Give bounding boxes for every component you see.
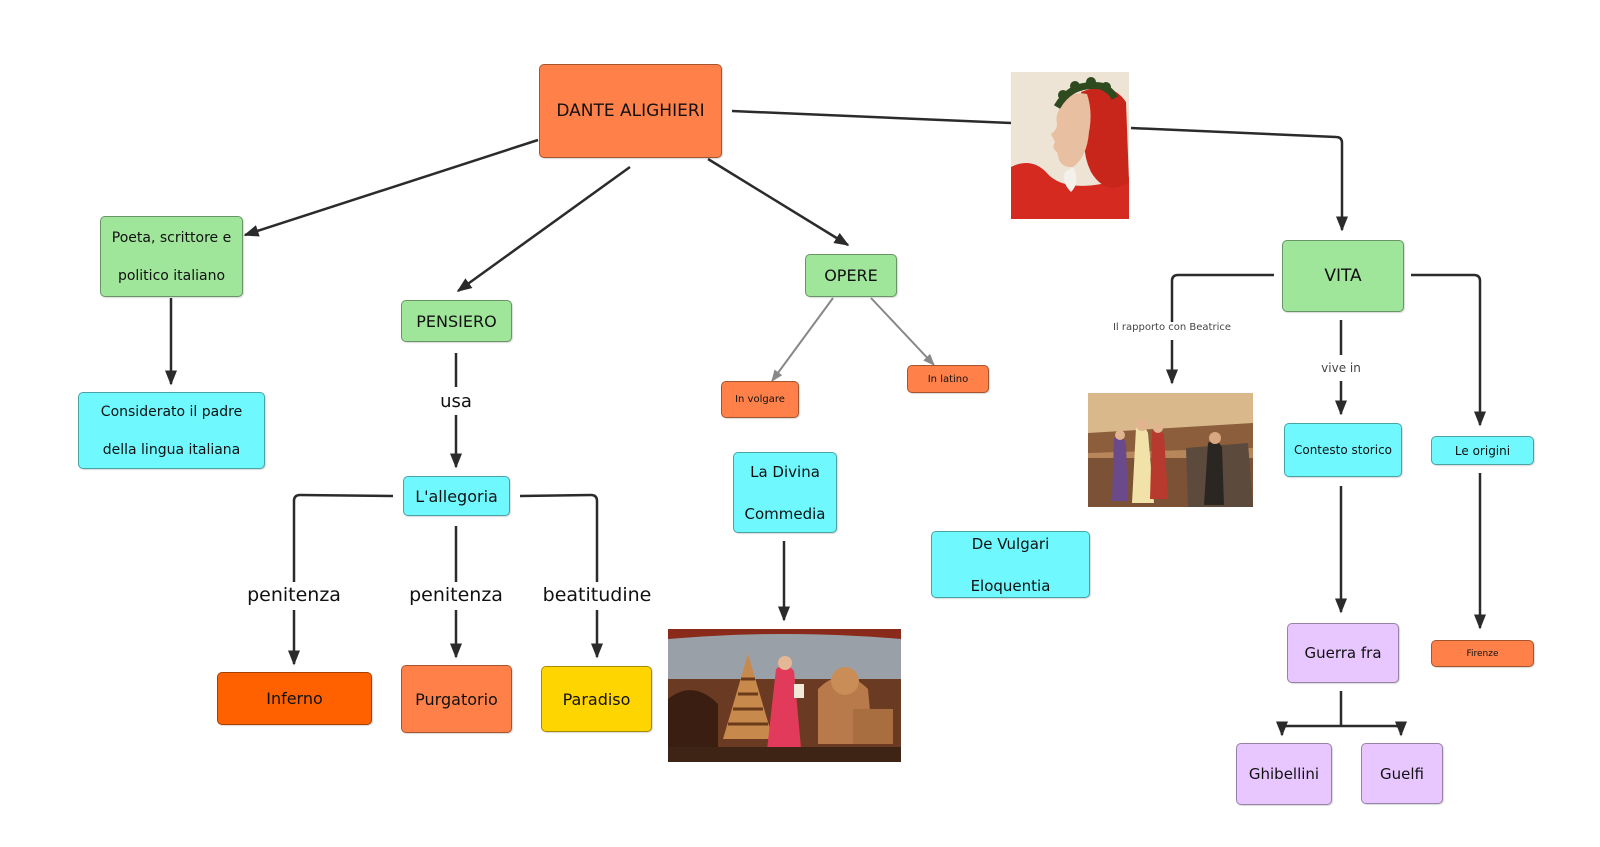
node-allegoria[interactable]: L'allegoria xyxy=(403,476,510,516)
node-guerra-fra-label: Guerra fra xyxy=(1304,644,1382,662)
edge-dante-poeta xyxy=(243,138,539,237)
node-divina-commedia-label: La Divina Commedia xyxy=(744,462,826,523)
node-contesto-storico-label: Contesto storico xyxy=(1293,443,1393,457)
node-purgatorio-label: Purgatorio xyxy=(415,689,498,709)
node-divina-commedia[interactable]: La Divina Commedia xyxy=(733,452,837,533)
node-guerra-fra[interactable]: Guerra fra xyxy=(1287,623,1399,683)
edge-label-penitenza-purgatorio: penitenza xyxy=(409,584,503,606)
node-de-vulgari-eloquentia-label: De Vulgari Eloquentia xyxy=(970,534,1051,595)
edge-opere-volgare xyxy=(771,297,834,382)
node-de-vulgari-eloquentia[interactable]: De Vulgari Eloquentia xyxy=(931,531,1090,598)
node-le-origini[interactable]: Le origini xyxy=(1431,436,1534,465)
node-ghibellini-label: Ghibellini xyxy=(1248,765,1320,783)
edge-dante-opere xyxy=(707,157,850,247)
node-in-latino[interactable]: In latino xyxy=(907,365,989,393)
edge-vita-beatrice-top xyxy=(1170,273,1274,322)
divine-comedy-fresco-painting xyxy=(668,629,901,762)
edge-vita-origini xyxy=(1411,273,1486,427)
edge-label-beatitudine: beatitudine xyxy=(542,584,652,606)
node-in-latino-label: In latino xyxy=(927,373,969,385)
edge-label-vive-in: vive in xyxy=(1321,361,1361,375)
node-purgatorio[interactable]: Purgatorio xyxy=(401,665,512,733)
node-dante-alighieri-label: DANTE ALIGHIERI xyxy=(556,101,705,121)
node-vita[interactable]: VITA xyxy=(1282,240,1404,312)
node-paradiso-label: Paradiso xyxy=(562,689,631,709)
node-inferno-label: Inferno xyxy=(266,689,323,708)
edge-allegoria-paradiso-top xyxy=(519,493,599,582)
node-contesto-storico[interactable]: Contesto storico xyxy=(1284,423,1402,477)
edge-dante-pensiero xyxy=(456,165,631,293)
node-dante-alighieri[interactable]: DANTE ALIGHIERI xyxy=(539,64,722,158)
edge-label-penitenza-inferno: penitenza xyxy=(247,584,341,606)
node-vita-label: VITA xyxy=(1324,266,1362,286)
edge-label-beatrice: Il rapporto con Beatrice xyxy=(1112,322,1232,333)
node-padre-lingua[interactable]: Considerato il padre della lingua italia… xyxy=(78,392,265,469)
node-firenze-label: Firenze xyxy=(1466,648,1499,659)
node-guelfi[interactable]: Guelfi xyxy=(1361,743,1443,804)
edge-dante-vita xyxy=(731,109,1342,230)
node-guelfi-label: Guelfi xyxy=(1380,764,1424,783)
node-paradiso[interactable]: Paradiso xyxy=(541,666,652,732)
node-opere[interactable]: OPERE xyxy=(805,254,897,297)
edge-guerra-split xyxy=(1280,691,1403,731)
node-opere-label: OPERE xyxy=(824,266,878,285)
node-allegoria-label: L'allegoria xyxy=(415,486,498,506)
edge-opere-latino xyxy=(870,297,935,366)
node-poeta[interactable]: Poeta, scrittore e politico italiano xyxy=(100,216,243,297)
node-in-volgare[interactable]: In volgare xyxy=(721,381,799,418)
node-in-volgare-label: In volgare xyxy=(735,394,785,405)
node-poeta-label: Poeta, scrittore e politico italiano xyxy=(111,229,232,284)
node-pensiero-label: PENSIERO xyxy=(416,311,497,331)
dante-portrait-image xyxy=(1011,72,1129,219)
dante-and-beatrice-painting xyxy=(1088,393,1253,507)
edge-allegoria-inferno-top xyxy=(292,493,394,582)
node-inferno[interactable]: Inferno xyxy=(217,672,372,725)
node-ghibellini[interactable]: Ghibellini xyxy=(1236,743,1332,805)
node-padre-lingua-label: Considerato il padre della lingua italia… xyxy=(100,403,243,458)
edge-label-usa: usa xyxy=(440,391,472,412)
node-pensiero[interactable]: PENSIERO xyxy=(401,300,512,342)
node-le-origini-label: Le origini xyxy=(1454,443,1511,458)
node-firenze[interactable]: Firenze xyxy=(1431,640,1534,667)
